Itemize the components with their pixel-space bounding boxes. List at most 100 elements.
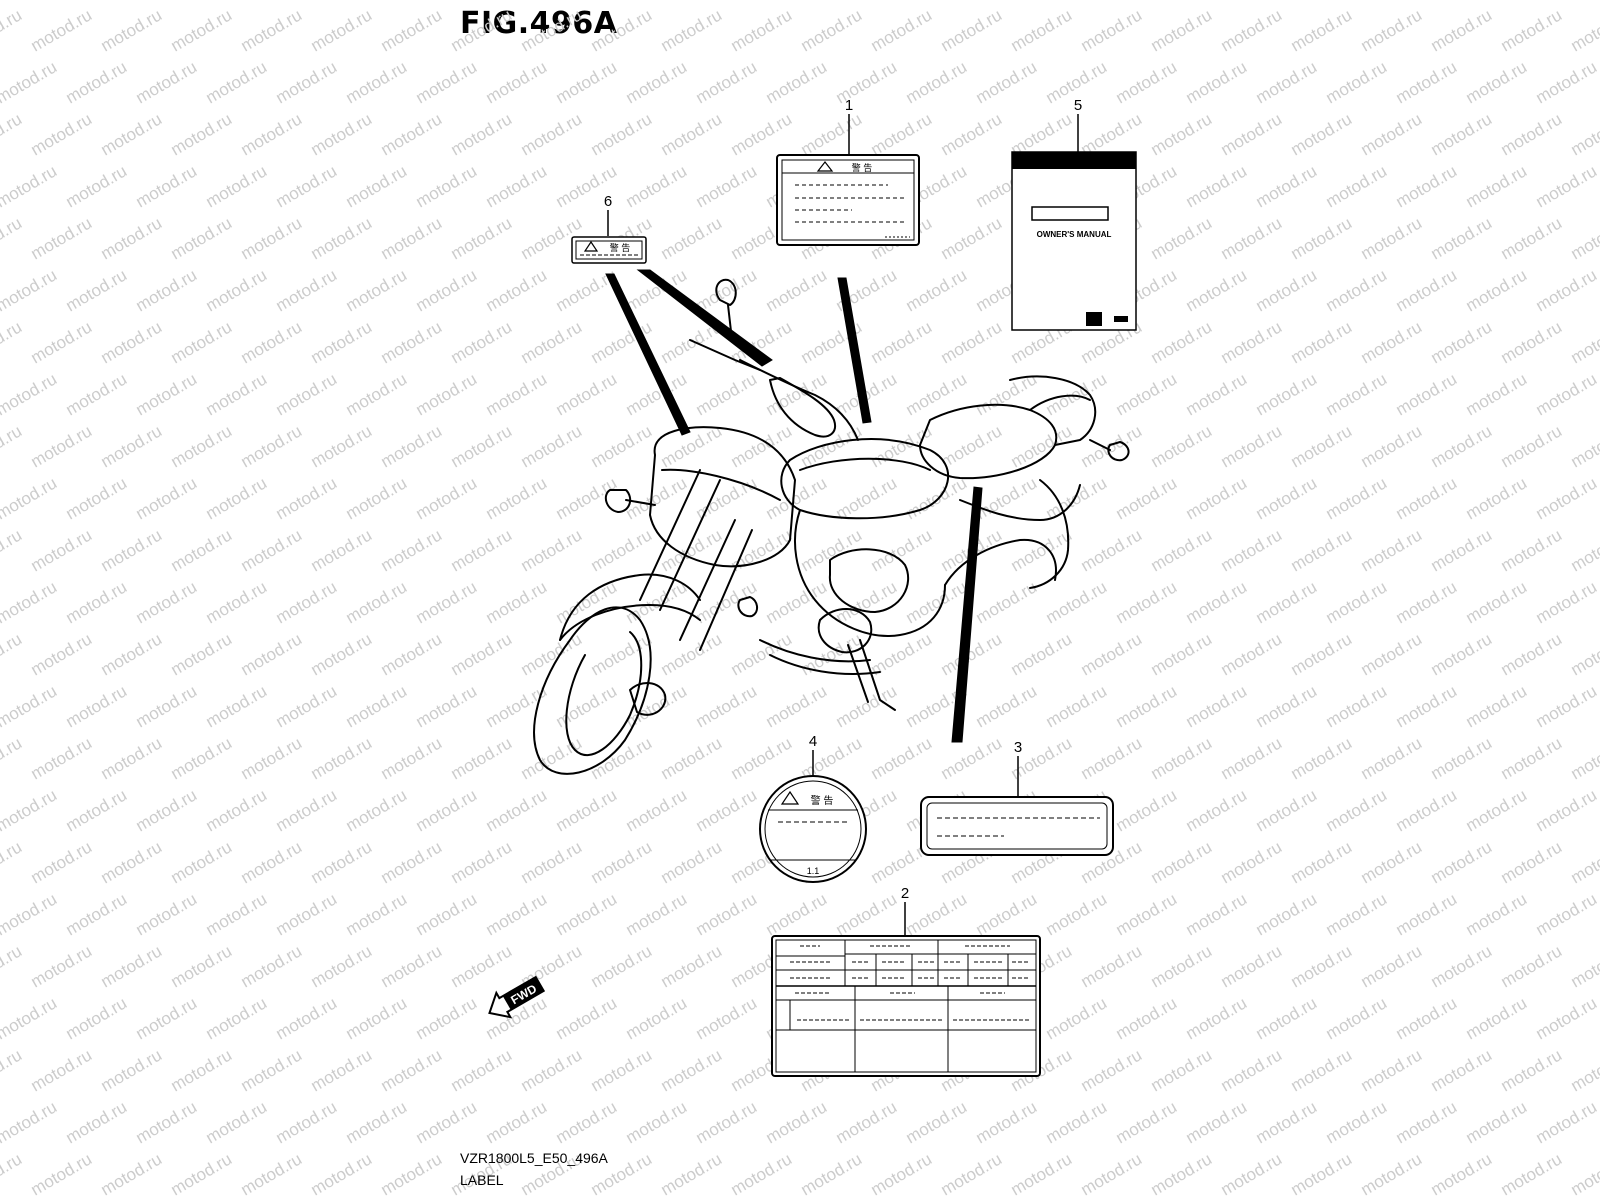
watermark-text: motod.ru [1533, 577, 1600, 627]
watermark-text: motod.ru [0, 369, 60, 419]
watermark-text: motod.ru [658, 629, 726, 679]
watermark-text: motod.ru [1358, 525, 1426, 575]
watermark-text: motod.ru [448, 837, 516, 887]
watermark-text: motod.ru [98, 421, 166, 471]
watermark-text: motod.ru [1218, 1149, 1286, 1199]
watermark-text: motod.ru [1113, 1097, 1181, 1147]
watermark-text: motod.ru [728, 1149, 796, 1199]
watermark-text: motod.ru [1253, 993, 1321, 1043]
watermark-text: motod.ru [1498, 421, 1566, 471]
watermark-text: motod.ru [273, 785, 341, 835]
watermark-text: motod.ru [623, 161, 691, 211]
watermark-text: motod.ru [1428, 733, 1496, 783]
watermark-text: motod.ru [868, 421, 936, 471]
watermark-text: motod.ru [0, 629, 25, 679]
watermark-text: motod.ru [1218, 525, 1286, 575]
watermark-text: motod.ru [308, 421, 376, 471]
watermark-text: motod.ru [798, 421, 866, 471]
watermark-text: motod.ru [658, 1149, 726, 1199]
watermark-text: motod.ru [1253, 785, 1321, 835]
watermark-text: motod.ru [0, 525, 25, 575]
watermark-text: motod.ru [343, 577, 411, 627]
watermark-text: motod.ru [938, 213, 1006, 263]
watermark-text: motod.ru [133, 161, 201, 211]
watermark-text: motod.ru [343, 889, 411, 939]
watermark-text: motod.ru [483, 161, 551, 211]
watermark-text: motod.ru [1148, 317, 1216, 367]
watermark-text: motod.ru [28, 1149, 96, 1199]
watermark-text: motod.ru [1113, 889, 1181, 939]
watermark-text: motod.ru [1393, 993, 1461, 1043]
label-1-glyphs: 警 告 [852, 162, 873, 173]
watermark-text: motod.ru [1463, 161, 1531, 211]
watermark-text: motod.ru [1463, 785, 1531, 835]
watermark-text: motod.ru [1043, 889, 1111, 939]
watermark-text: motod.ru [98, 941, 166, 991]
watermark-text: motod.ru [1078, 629, 1146, 679]
watermark-text: motod.ru [1568, 1149, 1600, 1199]
group-name: LABEL [460, 1172, 504, 1188]
watermark-text: motod.ru [1393, 473, 1461, 523]
watermark-text: motod.ru [483, 57, 551, 107]
watermark-text: motod.ru [553, 785, 621, 835]
watermark-text: motod.ru [1393, 889, 1461, 939]
watermark-text: motod.ru [728, 5, 796, 55]
watermark-text: motod.ru [168, 1045, 236, 1095]
watermark-text: motod.ru [1393, 681, 1461, 731]
watermark-text: motod.ru [1428, 213, 1496, 263]
watermark-text: motod.ru [973, 681, 1041, 731]
watermark-text: motod.ru [553, 681, 621, 731]
callout-numbers: 1 2 3 4 5 6 [604, 97, 1082, 902]
label-6: 警 告 [571, 236, 647, 264]
watermark-text: motod.ru [623, 57, 691, 107]
watermark-text: motod.ru [203, 577, 271, 627]
leader-6a [605, 273, 691, 436]
watermark-text: motod.ru [1393, 1097, 1461, 1147]
watermark-text: motod.ru [938, 629, 1006, 679]
watermark-text: motod.ru [1568, 317, 1600, 367]
watermark-text: motod.ru [308, 1149, 376, 1199]
watermark-text: motod.ru [308, 525, 376, 575]
watermark-text: motod.ru [1183, 369, 1251, 419]
watermark-text: motod.ru [658, 1045, 726, 1095]
watermark-text: motod.ru [1428, 317, 1496, 367]
watermark-text: motod.ru [1568, 213, 1600, 263]
watermark-text: motod.ru [203, 993, 271, 1043]
watermark-text: motod.ru [763, 0, 831, 3]
watermark-text: motod.ru [623, 265, 691, 315]
watermark-text: motod.ru [588, 525, 656, 575]
callout-number-6: 6 [604, 193, 612, 210]
watermark-text: motod.ru [413, 0, 481, 3]
watermark-text: motod.ru [308, 629, 376, 679]
watermark-text: motod.ru [798, 5, 866, 55]
watermark-text: motod.ru [168, 837, 236, 887]
watermark-text: motod.ru [588, 629, 656, 679]
watermark-text: motod.ru [1288, 317, 1356, 367]
watermark-text: motod.ru [378, 525, 446, 575]
watermark-text: motod.ru [588, 1045, 656, 1095]
callout-number-4: 4 [809, 733, 817, 750]
watermark-text: motod.ru [693, 0, 761, 3]
watermark-text: motod.ru [938, 5, 1006, 55]
watermark-text: motod.ru [553, 473, 621, 523]
watermark-text: motod.ru [1218, 733, 1286, 783]
watermark-text: motod.ru [28, 5, 96, 55]
watermark-text: motod.ru [343, 785, 411, 835]
watermark-text: motod.ru [1463, 889, 1531, 939]
watermark-text: motod.ru [203, 681, 271, 731]
watermark-text: motod.ru [1568, 837, 1600, 887]
label-4-footer: 1.1 [807, 866, 820, 876]
watermark-text: motod.ru [1428, 1045, 1496, 1095]
watermark-text: motod.ru [763, 1097, 831, 1147]
watermark-text: motod.ru [483, 369, 551, 419]
watermark-text: motod.ru [238, 5, 306, 55]
watermark-text: motod.ru [1288, 5, 1356, 55]
watermark-text: motod.ru [588, 837, 656, 887]
watermark-text: motod.ru [1498, 317, 1566, 367]
watermark-text: motod.ru [378, 213, 446, 263]
watermark-text: motod.ru [1533, 1097, 1600, 1147]
watermark-text: motod.ru [28, 629, 96, 679]
label-3 [920, 796, 1114, 856]
watermark-text: motod.ru [98, 213, 166, 263]
